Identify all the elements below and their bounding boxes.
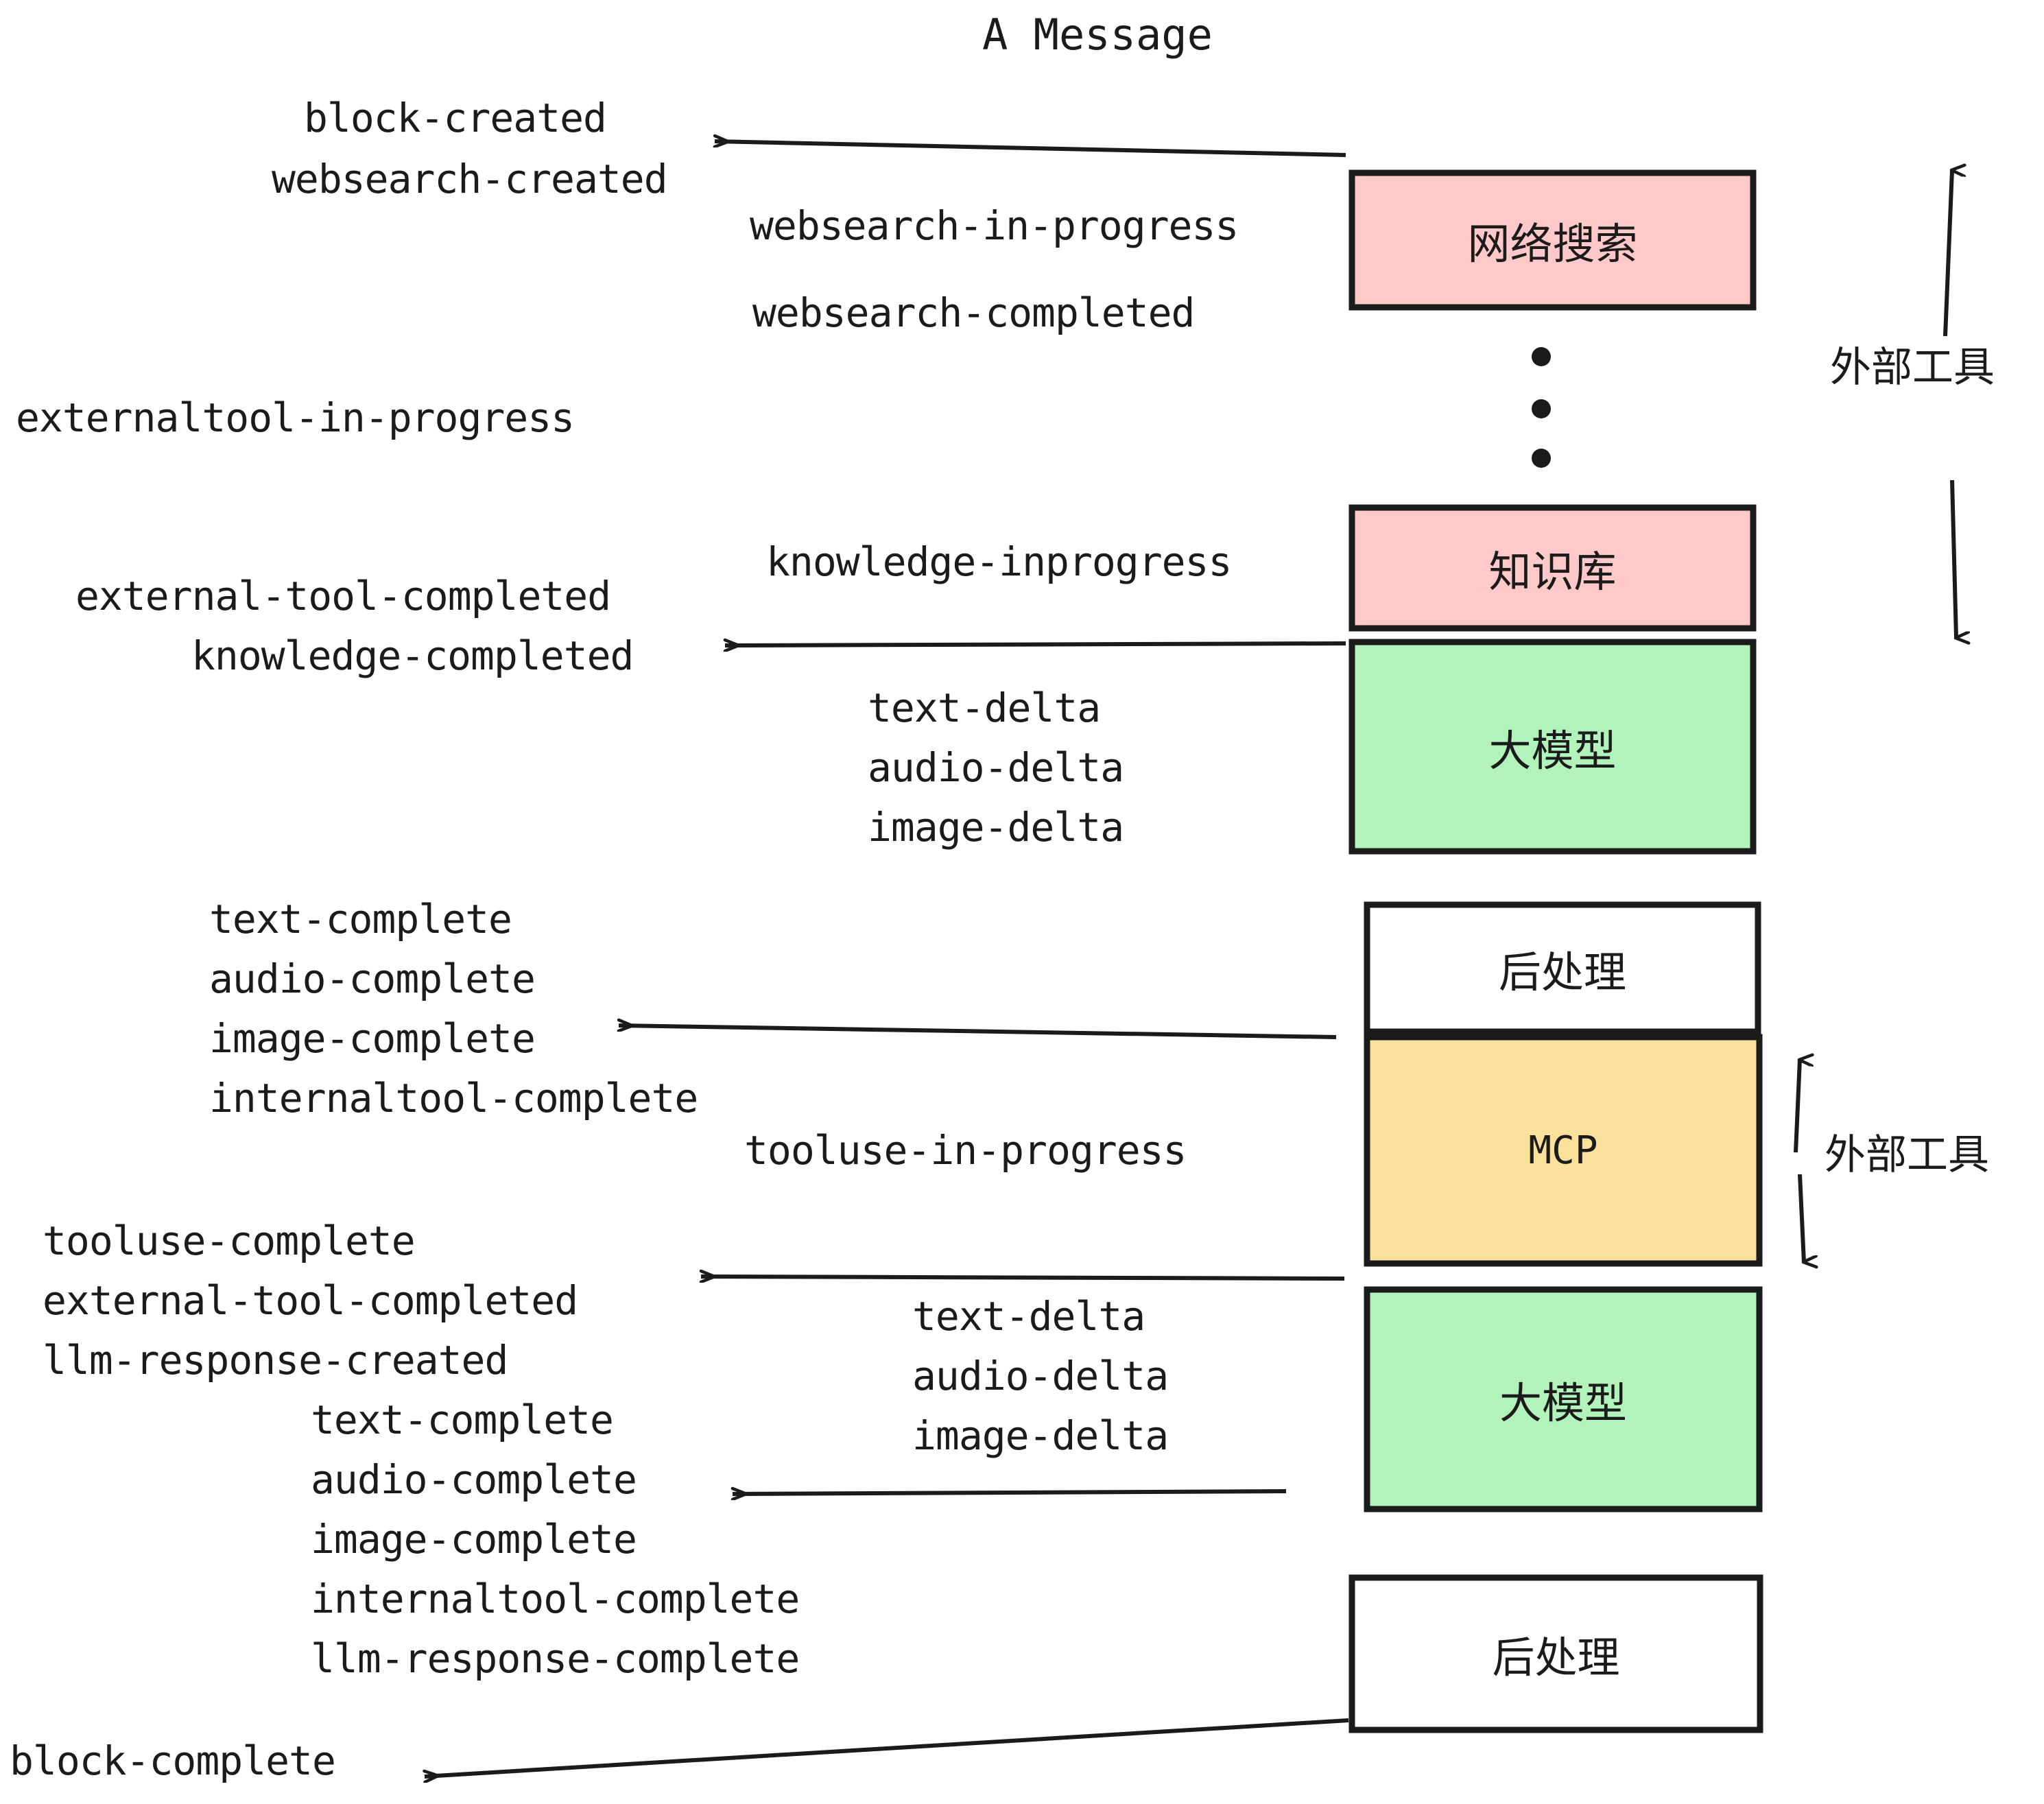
arrow-image-complete (619, 1025, 1337, 1039)
box-llm-2 (1364, 1286, 1763, 1512)
event-label-internaltool-complete-1: internaltool-complete (209, 1075, 698, 1121)
event-label-external-tool-completed-2: external-tool-completed (43, 1277, 578, 1324)
page-title: A Message (982, 10, 1213, 60)
arrow-knowledge-completed (725, 643, 1346, 645)
event-label-llm-response-created: llm-response-created (43, 1337, 508, 1384)
event-label-audio-complete-1: audio-complete (209, 956, 536, 1002)
event-label-text-complete-2: text-complete (311, 1397, 614, 1443)
event-label-image-complete-2: image-complete (311, 1516, 637, 1563)
box-llm-1 (1348, 639, 1757, 855)
arrow-audio-complete (733, 1491, 1287, 1494)
event-label-block-complete: block-complete (10, 1737, 336, 1784)
event-label-image-complete-1: image-complete (209, 1015, 536, 1062)
event-label-tooluse-complete: tooluse-complete (43, 1218, 416, 1264)
event-label-text-delta-1: text-delta (868, 685, 1101, 731)
box-websearch (1348, 169, 1757, 311)
event-label-external-tool-completed-1: external-tool-completed (75, 573, 611, 619)
event-label-tooluse-in-progress: tooluse-in-progress (744, 1127, 1187, 1174)
event-label-audio-complete-2: audio-complete (311, 1456, 637, 1503)
event-label-internaltool-complete-2: internaltool-complete (311, 1576, 800, 1622)
box-knowledge (1348, 504, 1757, 632)
event-label-websearch-completed: websearch-completed (752, 289, 1195, 336)
arrow-external-tools-up-2 (1794, 1060, 1800, 1153)
arrow-external-tools-down-1 (1950, 479, 1956, 638)
arrow-block-created (715, 141, 1346, 157)
box-postprocess-2 (1348, 1574, 1763, 1733)
side-label-external-tools-2: 外部工具 (1825, 1131, 1989, 1179)
arrow-external-tools-up-1 (1943, 170, 1952, 337)
side-label-external-tools-1: 外部工具 (1830, 344, 1995, 392)
arrow-external-tools-down-2 (1798, 1174, 1804, 1262)
event-label-block-created: block-created (304, 95, 607, 141)
event-label-externaltool-in-progress: externaltool-in-progress (16, 394, 575, 441)
event-label-text-complete-1: text-complete (209, 896, 512, 942)
event-label-knowledge-completed: knowledge-completed (191, 632, 634, 679)
box-mcp (1364, 1034, 1763, 1267)
arrow-block-complete (425, 1718, 1349, 1777)
event-label-websearch-in-progress: websearch-in-progress (750, 202, 1239, 249)
event-label-audio-delta-1: audio-delta (868, 744, 1124, 791)
event-label-websearch-created: websearch-created (272, 156, 668, 202)
event-label-image-delta-1: image-delta (868, 804, 1124, 851)
event-label-image-delta-2: image-delta (912, 1412, 1169, 1459)
box-postprocess-1 (1364, 901, 1761, 1035)
event-label-llm-response-complete: llm-response-complete (311, 1635, 800, 1682)
ellipsis-dots (1532, 347, 1551, 468)
event-label-audio-delta-2: audio-delta (912, 1353, 1169, 1399)
event-label-knowledge-inprogress: knowledge-inprogress (766, 538, 1232, 585)
event-label-text-delta-2: text-delta (912, 1293, 1145, 1340)
arrow-tooluse-complete (701, 1277, 1345, 1279)
